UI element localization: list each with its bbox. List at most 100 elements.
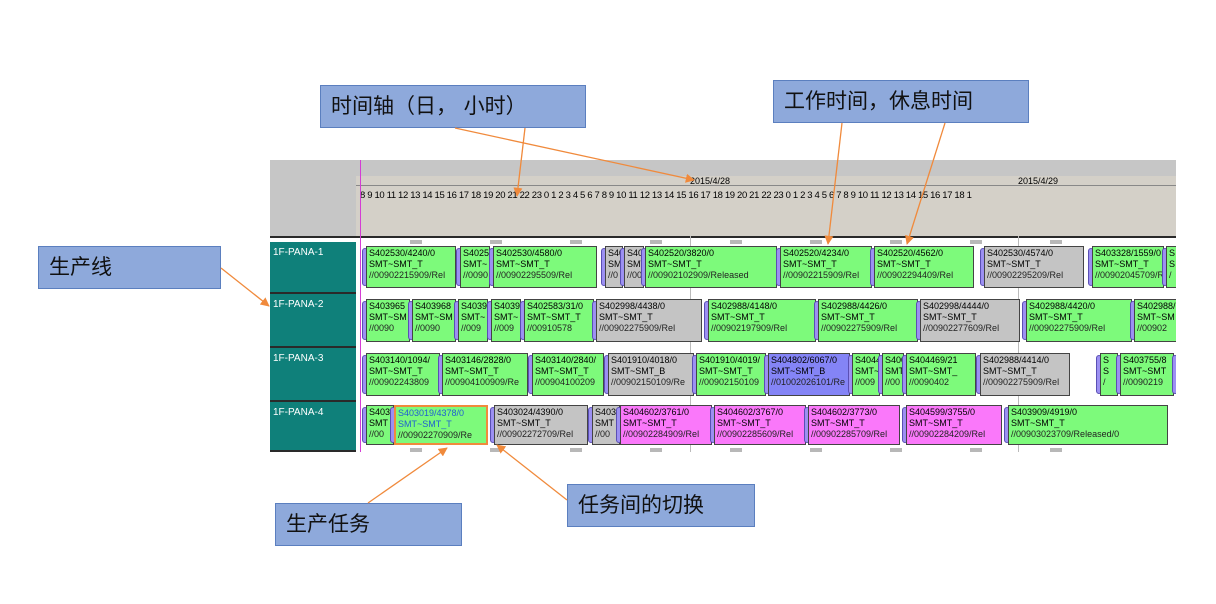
task-l3: //00903023709/Released/0	[1011, 429, 1120, 439]
task-l2: SMT~SMT_T	[983, 366, 1037, 376]
task-l1: S401910/4018/0	[611, 355, 678, 365]
task-l3: //009	[494, 323, 515, 333]
task-l1: S	[1169, 248, 1176, 258]
line-label-3[interactable]: 1F-PANA-3	[270, 348, 356, 402]
task-bar[interactable]: S401910/4019/SMT~SMT_T//00902150109	[696, 353, 766, 396]
task-bar[interactable]: S402988/SMT~SM//00902	[1134, 299, 1176, 342]
shift-marker	[810, 240, 822, 244]
task-l3: //00902215909/Rel	[369, 270, 446, 280]
task-l3: //00902284909/Rel	[623, 429, 700, 439]
task-l3: //0090	[463, 270, 489, 280]
gantt-chart: 2015/4/28 2015/4/29 8 9 10 11 12 13 14 1…	[270, 160, 1176, 452]
task-l2: SMT	[595, 418, 614, 428]
task-l2: SMT~	[461, 312, 486, 322]
task-l3: //00902275909/Rel	[599, 323, 676, 333]
line-label-1[interactable]: 1F-PANA-1	[270, 242, 356, 294]
shift-marker	[970, 240, 982, 244]
task-l3: //00	[627, 270, 643, 280]
task-l1: S402520/4234/0	[783, 248, 850, 258]
task-l2: SMT~SMT_T	[877, 259, 931, 269]
task-l1: S404602/3767/0	[717, 407, 784, 417]
header-corner	[270, 160, 356, 236]
task-bar[interactable]: S403140/1094/SMT~SMT_T//00902243809	[366, 353, 440, 396]
task-l2: SMT~SMT_T	[1095, 259, 1149, 269]
task-l1: S403140/2840/	[535, 355, 597, 365]
day-gridline-1	[690, 236, 691, 452]
shift-marker	[570, 448, 582, 452]
shift-marker	[1050, 448, 1062, 452]
task-l2: SMT	[369, 418, 388, 428]
task-l1: S	[1103, 355, 1110, 365]
task-l1: S400	[885, 355, 904, 365]
task-l2: SMT~SMT_B	[611, 366, 666, 376]
task-l3: //00902102909/Released	[648, 270, 749, 280]
task-l3: //00902285609/Rel	[717, 429, 794, 439]
task-l1: S402520/4562/0	[877, 248, 944, 258]
task-l2: SMT~SMT_T	[497, 418, 551, 428]
task-l3: //00904100209	[535, 377, 596, 387]
task-l1: S404469/21	[909, 355, 958, 365]
task-bar[interactable]: S403140/2840/SMT~SMT_T//00904100209	[532, 353, 604, 396]
task-l3: //009	[855, 377, 876, 387]
task-l1: S402520/3820/0	[648, 248, 715, 258]
task-l1: S403024/4390/0	[497, 407, 564, 417]
line-label-2[interactable]: 1F-PANA-2	[270, 294, 356, 348]
task-l2: SMT~SM	[369, 312, 407, 322]
task-l3: //00	[885, 377, 901, 387]
task-l1: S403965	[369, 301, 406, 311]
shift-marker	[650, 448, 662, 452]
shift-marker	[490, 240, 502, 244]
shift-marker	[410, 240, 422, 244]
task-l3: //00902150109	[699, 377, 760, 387]
timeline-header[interactable]: 2015/4/28 2015/4/29 8 9 10 11 12 13 14 1…	[356, 160, 1176, 236]
task-l3: //00902277609/Rel	[923, 323, 1000, 333]
task-l3: //00902243809	[369, 377, 430, 387]
line-label-4[interactable]: 1F-PANA-4	[270, 402, 356, 452]
shift-marker	[890, 240, 902, 244]
date-label-1: 2015/4/28	[690, 176, 731, 186]
task-l1: S4039	[461, 301, 488, 311]
shift-marker	[1050, 240, 1062, 244]
task-l3: //01002026101/Re	[771, 377, 846, 387]
task-l2: SMT~SMT_T	[648, 259, 702, 269]
task-l1: S402998/4444/0	[923, 301, 990, 311]
task-l1: S402988/4420/0	[1029, 301, 1096, 311]
task-l2: SMT~SMT_T	[821, 312, 875, 322]
